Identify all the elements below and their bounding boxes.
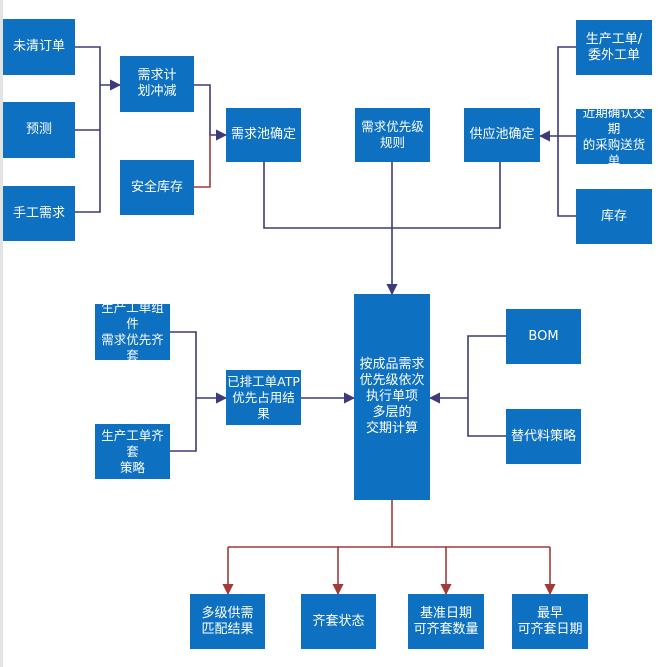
connector-bom	[467, 335, 506, 437]
node-substitute-strategy: 替代料策略	[506, 409, 581, 464]
node-kitting-status: 齐套状态	[301, 594, 376, 649]
node-safety-stock: 安全库存	[120, 160, 194, 215]
node-demand-priority: 需求优先级规则	[355, 108, 430, 162]
node-wo-kitting-strategy: 生产工单齐套 策略	[95, 424, 170, 479]
node-bom: BOM	[506, 309, 581, 364]
node-unfilled-orders: 未清订单	[3, 19, 75, 75]
node-supply-pool: 供应池确定	[464, 108, 540, 162]
node-inventory: 库存	[576, 189, 652, 244]
node-work-orders: 生产工单/ 委外工单	[576, 20, 652, 75]
connector-safety-stock	[194, 135, 211, 188]
node-central-calc: 按成品需求 优先级依次 执行单项 多层的 交期计算	[354, 294, 430, 500]
connector-offset-to-pool	[194, 84, 228, 141]
node-scheduled-wo-atp: 已排工单ATP 优先占用结果	[226, 370, 301, 425]
node-confirmed-deliveries: 近期确认交期 的采购送货单	[576, 109, 652, 164]
node-demand-pool: 需求池确定	[226, 108, 301, 162]
node-manual-demand: 手工需求	[3, 186, 75, 241]
left-edge-divider	[0, 0, 3, 667]
node-wo-component-priority: 生产工单组件 需求优先齐套	[95, 304, 170, 360]
node-demand-offset: 需求计 划冲减	[120, 56, 194, 112]
node-baseline-qty: 基准日期 可齐套数量	[408, 594, 484, 649]
connector-pools-merge	[263, 162, 501, 229]
connector-wo-component	[170, 331, 197, 452]
connector-work-orders	[557, 46, 576, 217]
node-forecast: 预测	[3, 102, 75, 158]
node-earliest-date: 最早 可齐套日期	[512, 594, 588, 649]
node-multi-level-result: 多级供需 匹配结果	[190, 594, 265, 649]
